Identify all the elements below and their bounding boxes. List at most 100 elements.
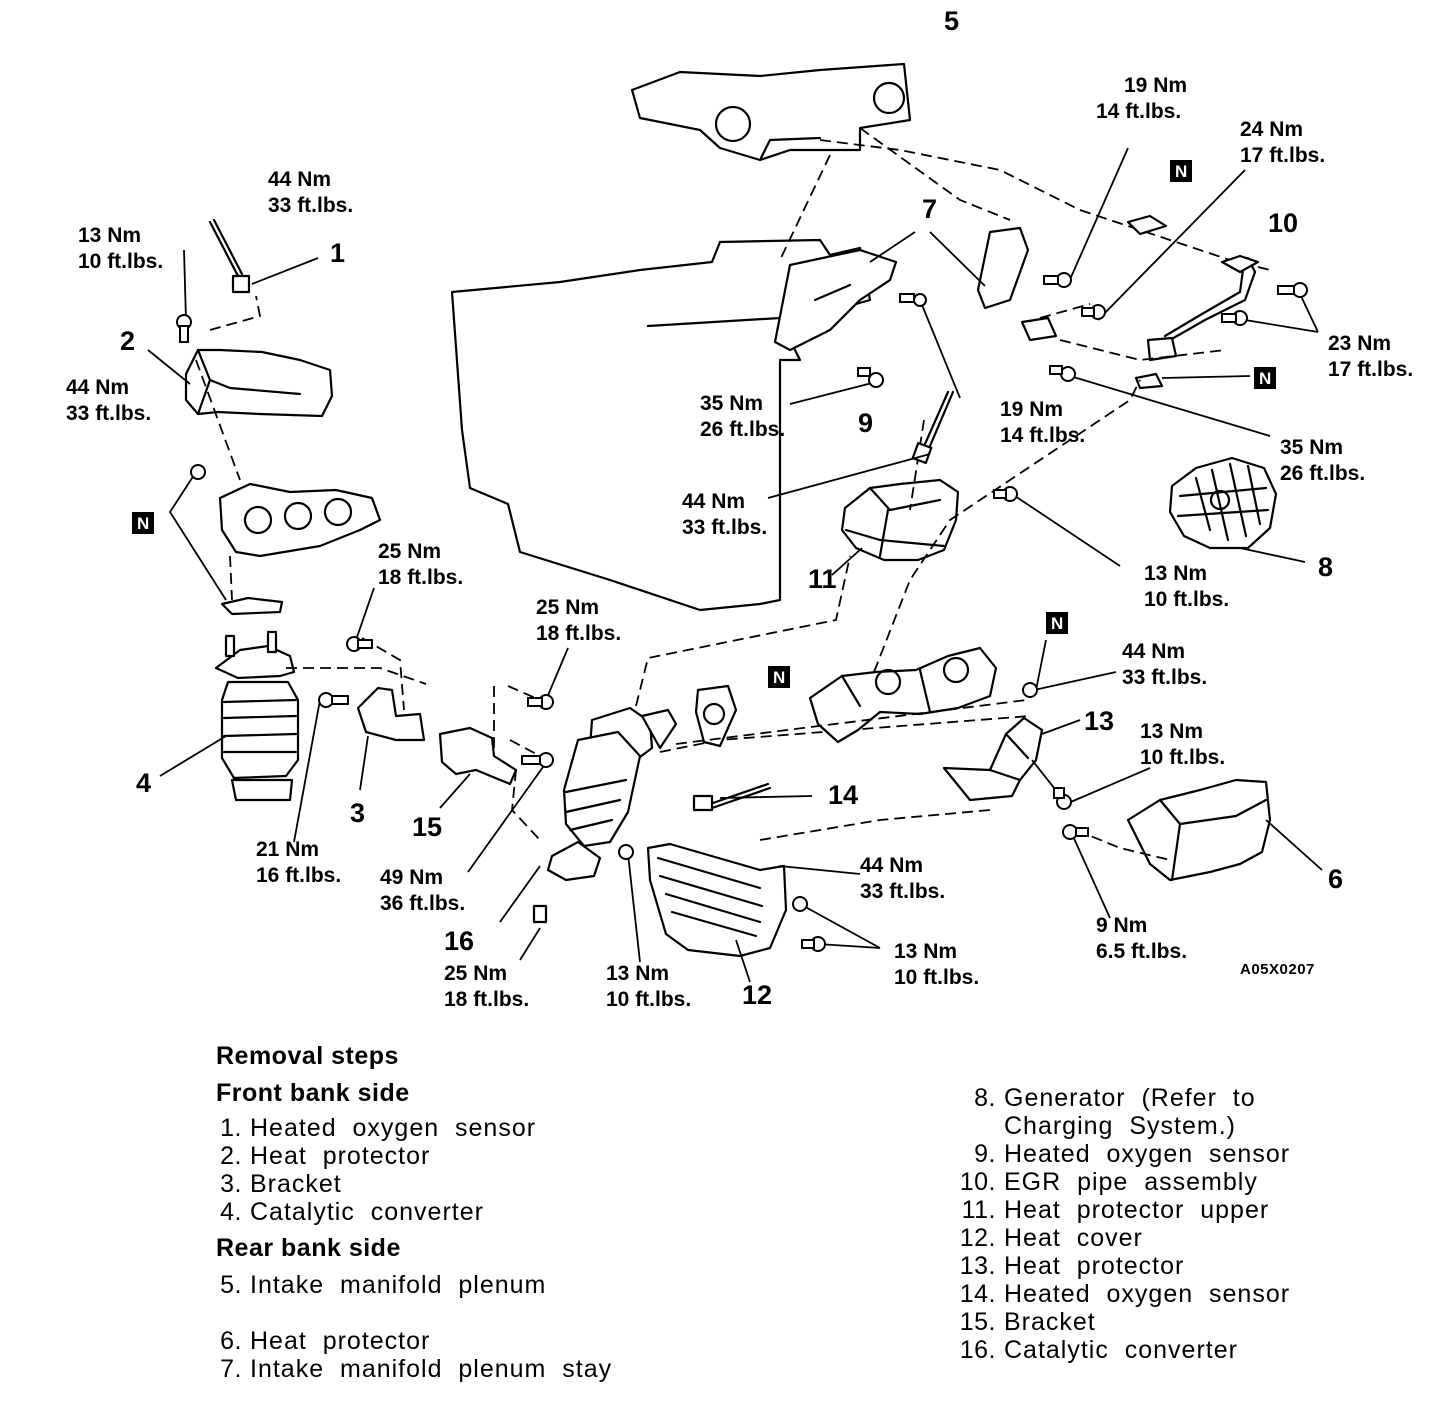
removal-step-number: 4. [220, 1198, 242, 1226]
intake-manifold-plenum [630, 62, 1271, 271]
removal-steps-left: Removal steps Front bank side 1.Heated o… [216, 1042, 612, 1383]
removal-step-item: 8. Generator (Refer to Charging System.) [956, 1084, 1290, 1140]
catalytic-converter-rear [499, 706, 678, 924]
intake-manifold-plenum-stay [773, 226, 1030, 352]
generator [1168, 456, 1306, 563]
removal-step-number: 6. [220, 1327, 242, 1355]
removal-step-text: Generator (Refer to Charging System.) [1004, 1084, 1256, 1140]
callout-13: 13 [1084, 706, 1114, 736]
callout-8: 8 [1318, 552, 1333, 582]
svg-text:N: N [1259, 369, 1271, 388]
removal-step-number: 2. [220, 1142, 242, 1170]
removal-step-item: 16. Catalytic converter [956, 1336, 1290, 1364]
new-part-mark: N [132, 512, 154, 534]
rear-bank-list-left: 5. Intake manifold plenum 6. Heat protector… [216, 1271, 612, 1383]
callout-15: 15 [412, 812, 442, 842]
exhaust-manifold-rear [808, 646, 998, 744]
callout-10: 10 [1268, 208, 1298, 238]
removal-steps-title: Removal steps [216, 1042, 399, 1070]
heat-protector-2 [147, 295, 334, 481]
callout-12: 12 [742, 980, 772, 1010]
svg-text:N: N [773, 668, 785, 687]
heated-oxygen-sensor-9 [911, 390, 955, 465]
removal-step-item: 3.Bracket [216, 1170, 612, 1198]
removal-step-text: Intake manifold plenum stay [250, 1355, 613, 1383]
removal-step-text: Bracket [1004, 1308, 1096, 1336]
removal-step-item: 4. Catalytic converter [216, 1198, 612, 1226]
removal-step-number: 3. [220, 1170, 242, 1198]
removal-step-number: 7. [220, 1355, 242, 1383]
removal-step-text: Heat protector [1004, 1252, 1185, 1280]
removal-step-number: 10. [959, 1168, 996, 1196]
removal-step-text: Heat protector [250, 1142, 431, 1170]
removal-step-item: 15.Bracket [956, 1308, 1290, 1336]
removal-step-item: 5. Intake manifold plenum [216, 1271, 612, 1299]
heat-protector-6 [1075, 778, 1323, 882]
callout-9: 9 [858, 408, 873, 438]
callout-6: 6 [1328, 864, 1343, 894]
removal-step-item: 2. Heat protector [216, 1142, 612, 1170]
heat-protector-upper [831, 419, 960, 576]
callout-3: 3 [350, 798, 365, 828]
callout-1: 1 [330, 238, 345, 268]
front-bank-heading: Front bank side [216, 1079, 410, 1107]
removal-steps-right: 8.Generator (Refer to Charging System.)9… [956, 1084, 1290, 1364]
removal-step-number: 1. [220, 1114, 242, 1142]
removal-step-text: Heat cover [1004, 1224, 1143, 1252]
exhaust-manifold-front [218, 482, 382, 616]
callout-numbers: 1 2 3 4 5 6 7 8 9 10 11 12 13 14 15 16 [120, 6, 1343, 1010]
removal-step-number: 16. [959, 1336, 996, 1364]
new-part-mark: N [1170, 160, 1192, 182]
removal-step-text: Heat protector upper [1004, 1196, 1270, 1224]
removal-step-text: EGR pipe assembly [1004, 1168, 1258, 1196]
callout-7: 7 [922, 194, 937, 224]
new-part-mark: N [1254, 367, 1276, 389]
engine-block-outline [450, 238, 872, 612]
removal-step-number: 5. [220, 1271, 242, 1299]
callout-16: 16 [444, 926, 474, 956]
removal-step-text: Heat protector [250, 1327, 431, 1355]
removal-step-number: 13. [959, 1252, 996, 1280]
gasket-rear [694, 684, 738, 748]
callout-14: 14 [828, 780, 858, 810]
egr-pipe-assembly [1020, 214, 1260, 390]
rear-bank-heading: Rear bank side [216, 1234, 401, 1262]
removal-step-item: 12.Heat cover [956, 1224, 1290, 1252]
removal-step-number: 14. [959, 1280, 996, 1308]
catalytic-converter-front [159, 630, 427, 802]
removal-step-text: Heated oxygen sensor [1004, 1280, 1291, 1308]
removal-step-text: Catalytic converter [1004, 1336, 1238, 1364]
removal-step-number: 11. [961, 1196, 996, 1224]
removal-step-text: Heated oxygen sensor [1004, 1140, 1291, 1168]
removal-step-number: 8. [974, 1084, 996, 1112]
heated-oxygen-sensor-1 [208, 218, 319, 294]
figure-code: A05X0207 [1240, 961, 1315, 978]
removal-step-text: Catalytic converter [250, 1198, 484, 1226]
exploded-parts-diagram: 1 2 3 4 5 6 7 8 9 10 11 12 13 14 15 16 1… [66, 6, 1413, 1011]
callout-11: 11 [808, 564, 837, 594]
removal-step-item: 13. Heat protector [956, 1252, 1290, 1280]
removal-step-text: Intake manifold plenum [250, 1271, 547, 1299]
leader-lines [168, 147, 1319, 963]
new-part-mark: N [1046, 612, 1068, 634]
